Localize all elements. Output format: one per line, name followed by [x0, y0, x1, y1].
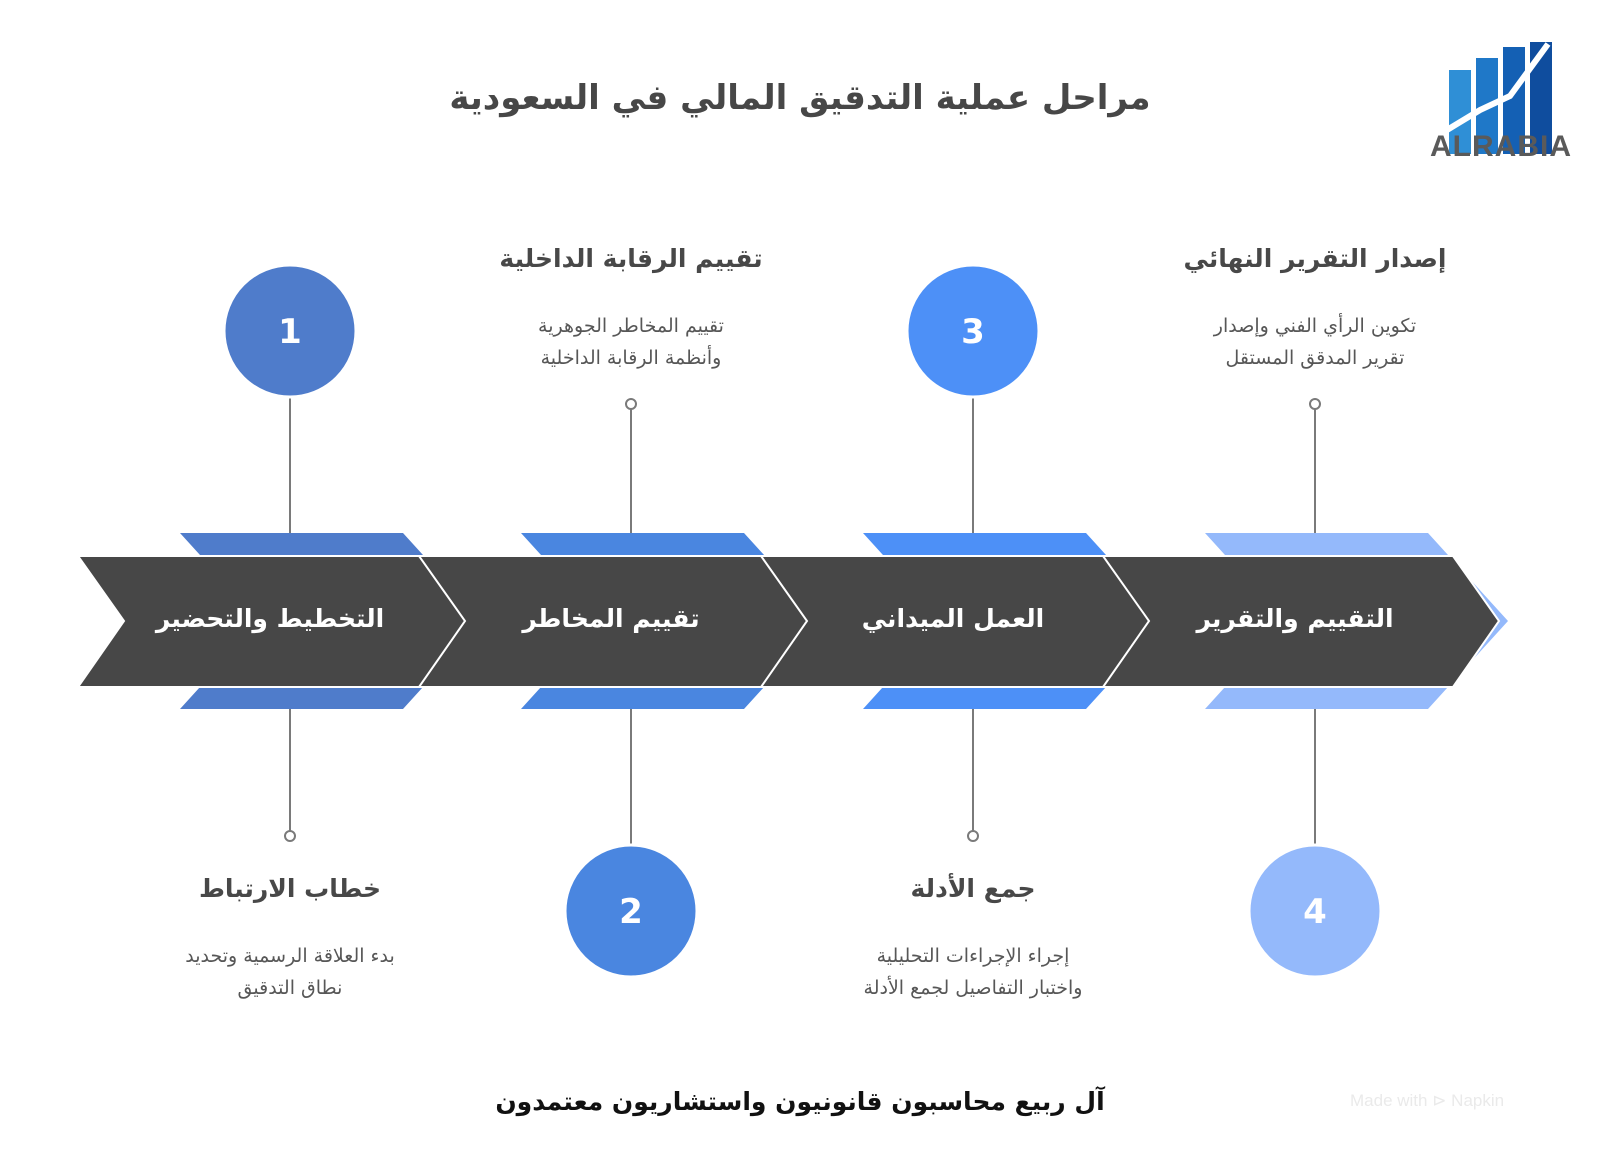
stage-callout-title: إصدار التقرير النهائي	[1183, 244, 1447, 273]
stage-callout-title: خطاب الارتباط	[198, 874, 382, 903]
stage-label: التخطيط والتحضير	[155, 604, 385, 633]
stage-callout-title: تقييم الرقابة الداخلية	[499, 244, 763, 273]
stage-chevron	[1101, 555, 1501, 688]
connector-dot	[1309, 398, 1321, 410]
stage-number-circle	[1247, 843, 1383, 979]
connector-dot	[967, 830, 979, 842]
connector-dot	[625, 398, 637, 410]
stage-callout-desc-line1: تكوين الرأي الفني وإصدار	[1213, 315, 1417, 337]
stage-callout-desc-line2: واختبار التفاصيل لجمع الأدلة	[863, 977, 1083, 999]
stage-callout-desc-line2: وأنظمة الرقابة الداخلية	[540, 347, 722, 369]
stage-number-circle	[905, 263, 1041, 399]
stage-callout-desc-line2: نطاق التدقيق	[237, 977, 343, 999]
watermark: Made with ⊳ Napkin	[1350, 1091, 1505, 1110]
stage-callout-desc-line1: بدء العلاقة الرسمية وتحديد	[185, 945, 395, 967]
stage-number-circle	[563, 843, 699, 979]
stage-number: 2	[619, 892, 643, 932]
stage-callout-desc-line1: تقييم المخاطر الجوهرية	[538, 315, 724, 337]
stage-number: 4	[1303, 892, 1327, 932]
stage-label: التقييم والتقرير	[1196, 604, 1394, 633]
brand-name: ALRABIA	[1430, 130, 1572, 163]
page-title: مراحل عملية التدقيق المالي في السعودية	[449, 78, 1151, 118]
stage-callout-title: جمع الأدلة	[910, 874, 1036, 903]
brand-logo-icon	[1445, 42, 1552, 154]
stage-number-circle	[222, 263, 358, 399]
connector-dot	[284, 830, 296, 842]
stage-callout-desc-line2: تقرير المدقق المستقل	[1225, 347, 1405, 369]
footer-text: آل ربيع محاسبون قانونيون واستشاريون معتم…	[495, 1087, 1105, 1116]
stage-number: 1	[278, 312, 302, 352]
stage-number: 3	[961, 312, 985, 352]
stage-callout-desc-line1: إجراء الإجراءات التحليلية	[876, 945, 1070, 967]
stage-label: العمل الميداني	[861, 604, 1045, 633]
stage-label: تقييم المخاطر	[522, 604, 700, 633]
